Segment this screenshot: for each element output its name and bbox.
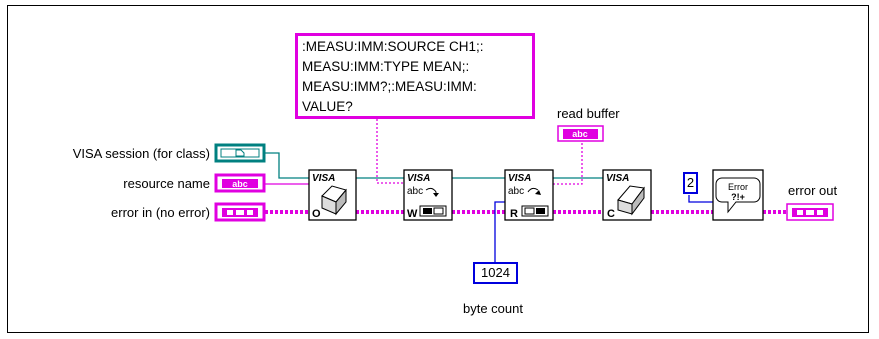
visa-open-letter: O xyxy=(312,208,321,220)
error-code-wire xyxy=(688,195,713,203)
visa-open-vi[interactable]: VISA O xyxy=(308,169,357,221)
error-handler-vi[interactable]: Error ?!+ xyxy=(712,169,764,221)
read-buffer-indicator[interactable]: abc xyxy=(557,125,604,142)
visa-session-wire xyxy=(265,152,603,179)
visa-session-label: VISA session (for class) xyxy=(72,146,210,161)
error-in-terminal[interactable] xyxy=(214,202,266,222)
visa-write-header: VISA xyxy=(407,173,430,184)
resource-name-terminal[interactable]: abc xyxy=(214,173,266,193)
visa-close-letter: C xyxy=(607,208,615,220)
visa-write-sub: abc xyxy=(407,186,423,197)
read-buffer-indicator-glyph: abc xyxy=(572,129,588,139)
command-string-line: :MEASU:IMM:SOURCE CH1;: xyxy=(302,39,484,54)
visa-write-letter: W xyxy=(407,208,418,220)
command-string-line: MEASU:IMM?;:MEASU:IMM: xyxy=(302,79,477,94)
byte-count-constant[interactable]: 1024 xyxy=(473,262,518,284)
visa-close-header: VISA xyxy=(606,173,629,184)
command-string-line: VALUE? xyxy=(302,99,353,114)
resource-name-label: resource name xyxy=(123,176,210,191)
diagram-frame xyxy=(7,5,869,333)
visa-session-terminal[interactable] xyxy=(214,143,266,163)
resource-name-terminal-glyph: abc xyxy=(232,179,248,189)
visa-close-vi[interactable]: VISA C xyxy=(602,169,652,221)
visa-open-header: VISA xyxy=(312,173,335,184)
read-buffer-label: read buffer xyxy=(557,106,620,121)
byte-count-wire xyxy=(494,201,505,262)
error-code-constant[interactable]: 2 xyxy=(683,172,698,194)
command-string-wire xyxy=(376,119,404,184)
error-handler-line1: Error xyxy=(728,182,748,192)
visa-read-sub: abc xyxy=(508,186,524,197)
command-string-constant[interactable]: :MEASU:IMM:SOURCE CH1;: MEASU:IMM:TYPE M… xyxy=(295,33,535,119)
error-out-label: error out xyxy=(788,183,838,198)
error-in-label: error in (no error) xyxy=(111,205,210,220)
visa-read-header: VISA xyxy=(508,173,531,184)
diagram-frame-bottom xyxy=(7,332,868,333)
visa-write-vi[interactable]: VISA abc W xyxy=(403,169,453,221)
command-string-line: MEASU:IMM:TYPE MEAN;: xyxy=(302,59,470,74)
visa-read-letter: R xyxy=(510,208,518,220)
visa-read-vi[interactable]: VISA abc R xyxy=(504,169,554,221)
read-buffer-wire xyxy=(553,141,583,185)
byte-count-label: byte count xyxy=(463,301,523,316)
error-out-indicator[interactable] xyxy=(786,203,834,221)
error-handler-line2: ?!+ xyxy=(731,192,745,202)
